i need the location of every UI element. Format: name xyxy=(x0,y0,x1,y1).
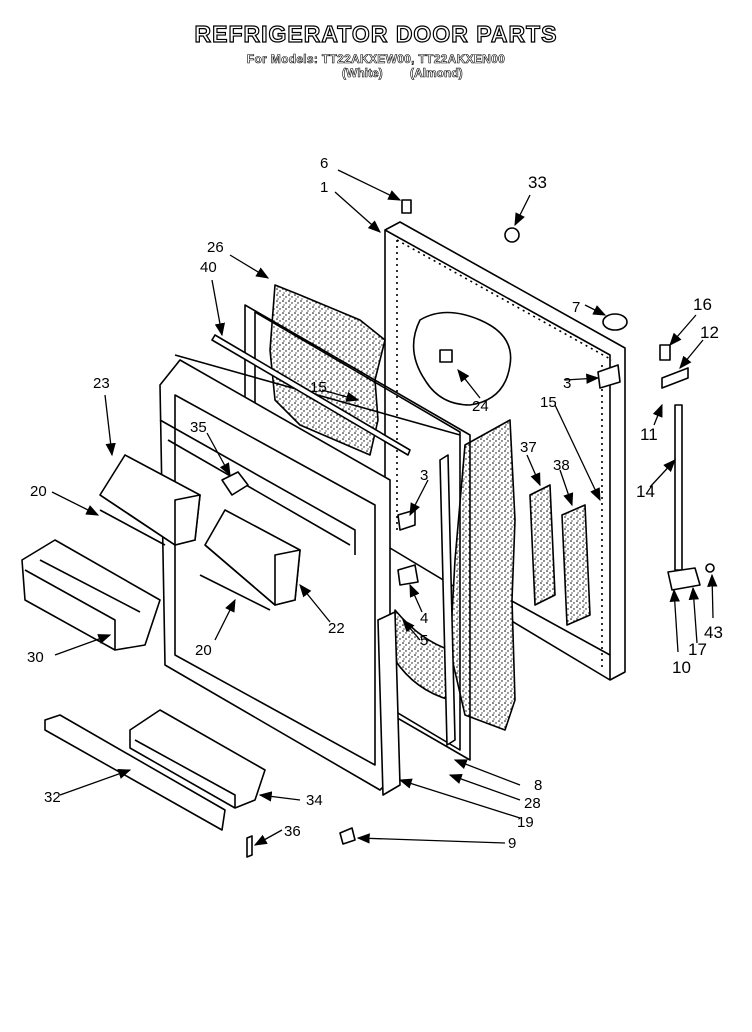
color-almond-label: (Almond) xyxy=(410,66,463,81)
callout-28: 28 xyxy=(524,795,541,812)
washer xyxy=(705,563,715,573)
callout-20a: 20 xyxy=(30,483,47,500)
dairy-bin xyxy=(129,709,266,809)
callout-11: 11 xyxy=(640,425,658,444)
callout-38: 38 xyxy=(553,457,570,474)
spacer-block-38 xyxy=(561,504,591,626)
callout-1: 1 xyxy=(320,179,328,196)
callout-16: 16 xyxy=(693,295,712,314)
side-foam-panel xyxy=(449,419,516,731)
callout-35: 35 xyxy=(190,419,207,436)
callout-36: 36 xyxy=(284,823,301,840)
callout-32: 32 xyxy=(44,789,61,806)
callout-19: 19 xyxy=(517,814,534,831)
callout-14: 14 xyxy=(636,482,655,501)
hinge-cap xyxy=(602,313,628,331)
callout-30: 30 xyxy=(27,649,44,666)
color-white-label: (White) xyxy=(342,66,383,81)
callout-17: 17 xyxy=(688,640,707,659)
spacer-block-37 xyxy=(529,484,556,606)
callout-3a: 3 xyxy=(563,375,571,392)
callout-labels: 6 1 33 26 40 7 16 12 23 15 3 24 15 11 35… xyxy=(27,155,723,852)
callout-23: 23 xyxy=(93,375,110,392)
bin-cap xyxy=(221,471,249,496)
callout-26: 26 xyxy=(207,239,224,256)
top-hinge-bracket xyxy=(597,364,621,389)
callout-4: 4 xyxy=(420,610,428,627)
hinge-rod xyxy=(674,404,683,571)
bottom-hinge xyxy=(667,567,701,591)
shelf-rail-upper xyxy=(99,509,166,546)
page-title: REFRIGERATOR DOOR PARTS xyxy=(194,20,558,47)
door-stop xyxy=(401,199,412,214)
top-trim xyxy=(211,334,411,456)
callout-5: 5 xyxy=(420,632,428,649)
callout-37: 37 xyxy=(520,439,537,456)
hinge-bracket xyxy=(661,367,689,389)
callout-10: 10 xyxy=(672,658,691,677)
upper-bin xyxy=(99,454,201,546)
callout-40: 40 xyxy=(200,259,217,276)
middle-bin xyxy=(204,509,301,606)
callout-15a: 15 xyxy=(310,379,327,396)
callout-6: 6 xyxy=(320,155,328,172)
patch-clip xyxy=(439,349,453,363)
callout-34: 34 xyxy=(306,792,323,809)
leader-lines xyxy=(51,169,718,846)
callout-15b: 15 xyxy=(540,394,557,411)
models-line: For Models: TT22AKXEW00, TT22AKXEN00 xyxy=(246,52,506,67)
hinge-screw xyxy=(659,344,671,361)
gasket-strip xyxy=(439,454,456,746)
callout-8: 8 xyxy=(534,777,542,794)
bottom-trim xyxy=(44,714,226,831)
callout-3b: 3 xyxy=(420,467,428,484)
callout-22: 22 xyxy=(328,620,345,637)
insulation-patch xyxy=(412,311,512,406)
callout-20b: 20 xyxy=(195,642,212,659)
screw-plug xyxy=(504,227,520,243)
callout-12: 12 xyxy=(700,323,719,342)
screw-9 xyxy=(339,827,356,845)
callout-9: 9 xyxy=(508,835,516,852)
callout-33: 33 xyxy=(528,173,547,192)
shelf-rail-lower xyxy=(199,574,271,611)
callout-24: 24 xyxy=(472,398,489,415)
callout-43: 43 xyxy=(704,623,723,642)
door-bin-large xyxy=(21,539,161,651)
callout-7: 7 xyxy=(572,299,580,316)
cam-bracket xyxy=(397,564,419,586)
screw-36 xyxy=(246,835,253,858)
